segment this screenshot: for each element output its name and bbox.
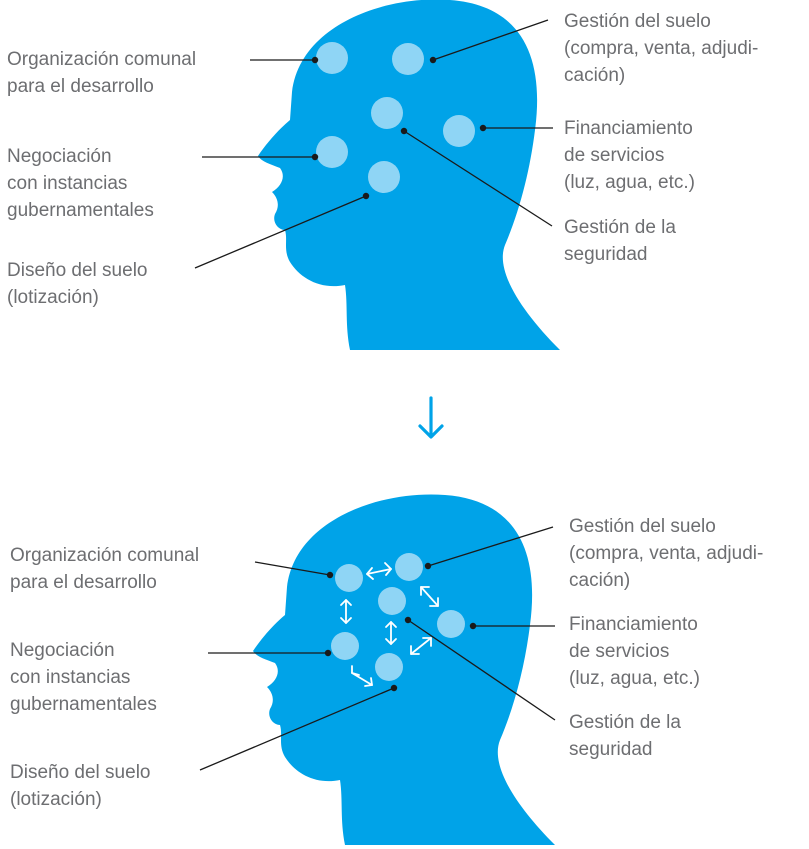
double-arrow-icon: [410, 637, 432, 655]
label-line: seguridad: [569, 739, 653, 760]
label-line: Diseño del suelo: [10, 762, 151, 783]
label-line: de servicios: [564, 145, 665, 166]
label-line: Negociación: [7, 146, 112, 167]
label-line: (luz, agua, etc.): [569, 668, 700, 689]
label-organizacion-top: Organización comunal para el desarrollo: [7, 46, 196, 100]
label-gestion-suelo-top: Gestión del suelo (compra, venta, adjudi…: [564, 8, 758, 89]
node-diseno: [375, 653, 403, 681]
double-arrow-icon: [366, 562, 392, 580]
label-line: para el desarrollo: [7, 76, 154, 97]
label-diseno-bottom: Diseño del suelo (lotización): [10, 759, 150, 813]
double-arrow-icon: [385, 621, 397, 645]
node-diseno: [368, 161, 400, 193]
label-line: gubernamentales: [7, 200, 154, 221]
arrow-down-icon: [418, 396, 444, 439]
node-financiamiento: [437, 610, 465, 638]
top-nodes: [316, 42, 475, 193]
node-negociacion: [331, 632, 359, 660]
label-negociacion-bottom: Negociación con instancias gubernamental…: [10, 637, 157, 718]
label-line: (lotización): [7, 287, 99, 308]
label-line: de servicios: [569, 641, 670, 662]
node-seguridad: [371, 97, 403, 129]
label-line: Gestión del suelo: [569, 516, 716, 537]
node-negociacion: [316, 136, 348, 168]
node-organizacion: [316, 42, 348, 74]
label-line: con instancias: [10, 667, 131, 688]
label-line: (lotización): [10, 789, 102, 810]
top-diagram: [194, 0, 560, 350]
node-financiamiento: [443, 115, 475, 147]
label-line: Financiamiento: [569, 614, 698, 635]
label-financiamiento-top: Financiamiento de servicios (luz, agua, …: [564, 115, 695, 196]
bottom-nodes: [331, 553, 465, 681]
node-gestion-suelo: [395, 553, 423, 581]
bottom-connector-dots: [324, 562, 477, 692]
bottom-diagram: [199, 494, 556, 845]
label-seguridad-top: Gestión de la seguridad: [564, 214, 676, 268]
head-silhouette-bottom: [253, 494, 555, 845]
double-arrow-icon: [420, 586, 439, 607]
label-line: Gestión de la: [564, 217, 676, 238]
node-organizacion: [335, 564, 363, 592]
label-line: seguridad: [564, 244, 648, 265]
label-line: (luz, agua, etc.): [564, 172, 695, 193]
label-line: Organización comunal: [10, 545, 200, 566]
label-line: Gestión de la: [569, 712, 681, 733]
label-line: Gestión del suelo: [564, 11, 711, 32]
label-negociacion-top: Negociación con instancias gubernamental…: [7, 143, 154, 224]
label-line: Negociación: [10, 640, 115, 661]
interaction-arrows: [340, 562, 439, 687]
label-line: con instancias: [7, 173, 128, 194]
node-gestion-suelo: [392, 43, 424, 75]
double-arrow-icon: [351, 665, 373, 687]
label-seguridad-bottom: Gestión de la seguridad: [569, 709, 681, 763]
label-line: (compra, venta, adjudi-: [564, 38, 759, 59]
label-line: Financiamiento: [564, 118, 693, 139]
top-connector-dots: [311, 56, 487, 200]
label-organizacion-bottom: Organización comunal para el desarrollo: [10, 542, 199, 596]
label-line: gubernamentales: [10, 694, 157, 715]
node-seguridad: [378, 587, 406, 615]
label-diseno-top: Diseño del suelo (lotización): [7, 257, 147, 311]
double-arrow-icon: [340, 599, 352, 624]
label-line: cación): [564, 65, 626, 86]
label-line: Diseño del suelo: [7, 260, 148, 281]
bottom-connectors: [199, 526, 556, 771]
label-line: (compra, venta, adjudi-: [569, 543, 764, 564]
label-line: cación): [569, 570, 631, 591]
label-financiamiento-bottom: Financiamiento de servicios (luz, agua, …: [569, 611, 700, 692]
top-connectors: [194, 19, 553, 269]
label-line: Organización comunal: [7, 49, 197, 70]
label-gestion-suelo-bottom: Gestión del suelo (compra, venta, adjudi…: [569, 513, 763, 594]
label-line: para el desarrollo: [10, 572, 157, 593]
